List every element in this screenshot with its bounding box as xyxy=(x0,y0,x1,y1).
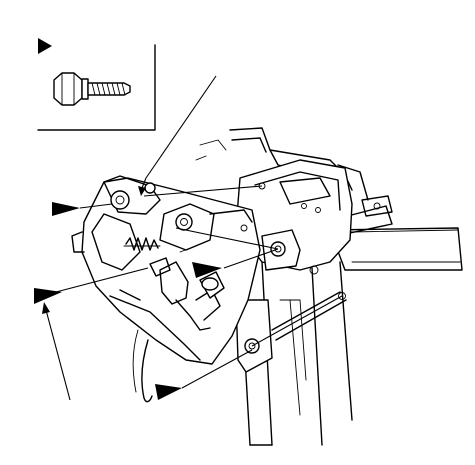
callout-leaders xyxy=(42,75,343,401)
callout-bottom-marker-icon xyxy=(155,384,182,400)
callout-upper-left-marker-icon xyxy=(52,202,80,216)
detail-marker-icon xyxy=(38,38,52,54)
return-spring xyxy=(123,237,161,251)
flange-bolt-icon xyxy=(53,72,131,106)
detail-box xyxy=(37,38,156,131)
callout-center-marker-icon xyxy=(192,262,222,278)
callout-left-marker-icon xyxy=(34,288,62,304)
switch-mechanism xyxy=(71,175,261,403)
callout-markers xyxy=(34,202,253,400)
